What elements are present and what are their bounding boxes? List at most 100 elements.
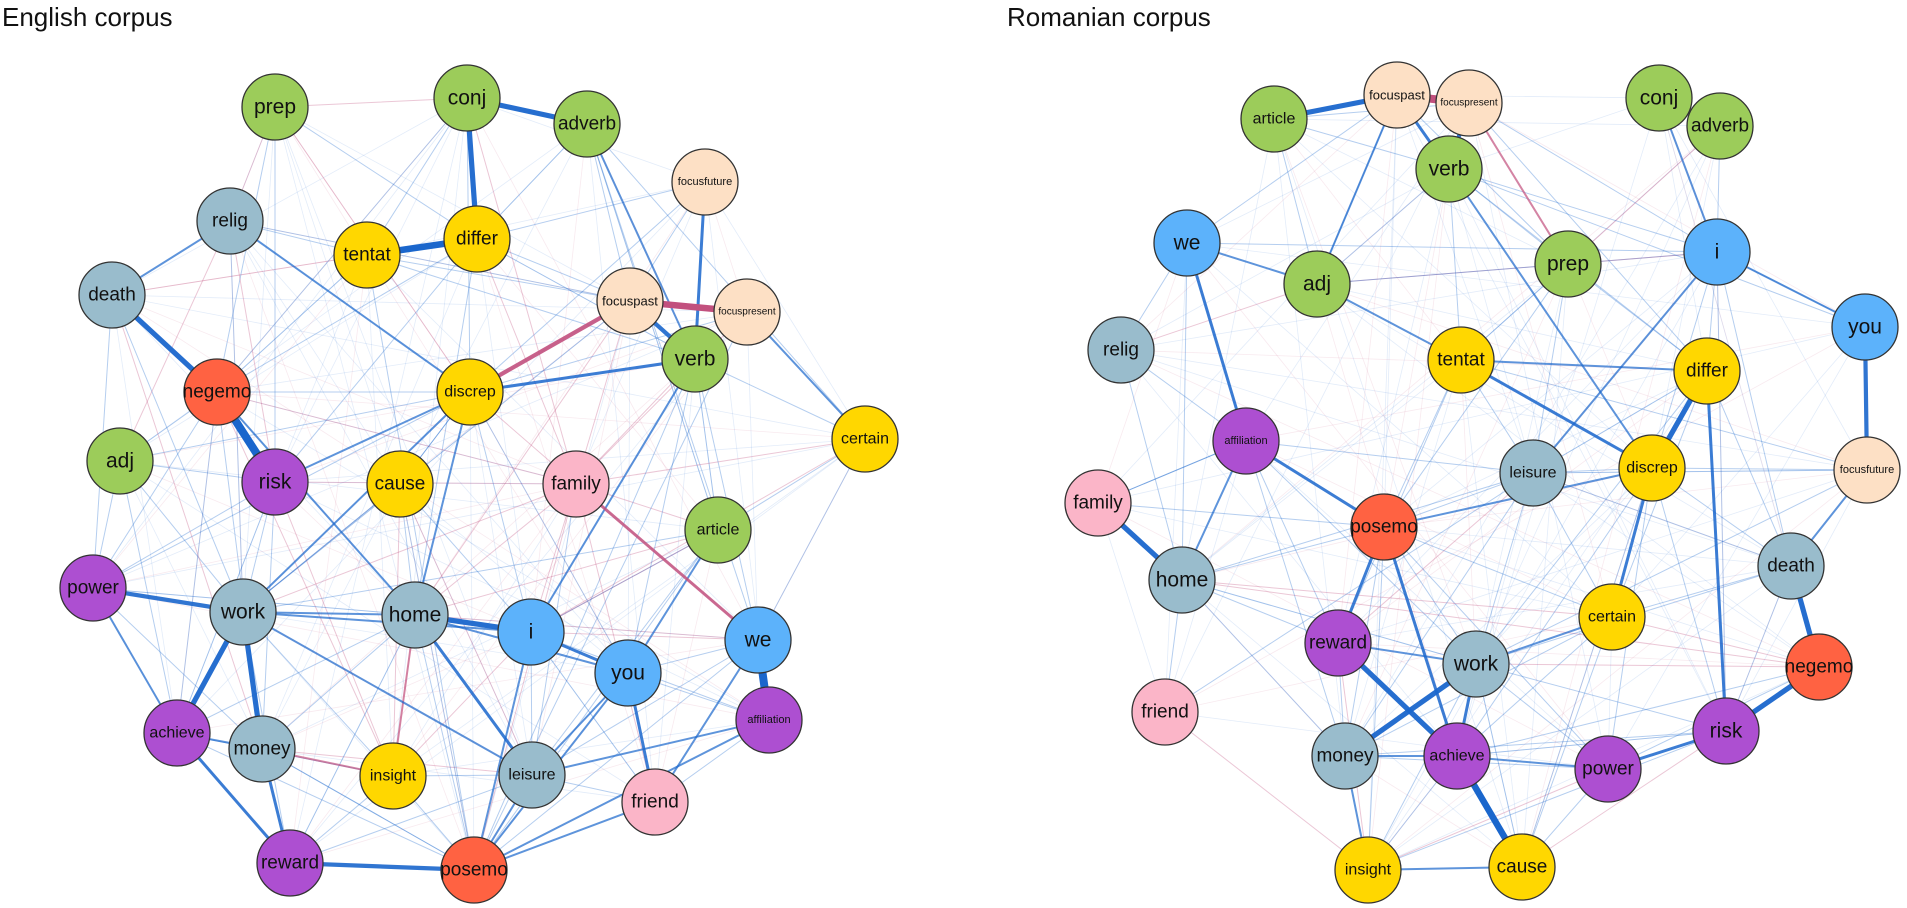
node-circle <box>1435 69 1503 137</box>
node-circle <box>1673 337 1741 405</box>
edge-verb-i <box>1448 168 1718 253</box>
weak-edge <box>1316 283 1792 567</box>
weak-edge <box>1120 168 1450 351</box>
weak-edge <box>1120 349 1458 757</box>
edge-cause-certain <box>1521 616 1613 868</box>
node-label: focuspast <box>1369 88 1425 103</box>
weak-edge <box>229 220 401 485</box>
node-label: power <box>67 578 119 599</box>
weak-edge <box>1532 469 1868 474</box>
edge-insight-risk <box>1367 730 1727 871</box>
node-adverb: adverb <box>1686 92 1754 160</box>
edge-relig-adj <box>1120 283 1318 351</box>
edge-verb-you <box>1448 168 1866 328</box>
weak-edge <box>1611 326 1866 618</box>
node-home: home <box>381 581 449 649</box>
edge-adverb-article <box>586 123 719 531</box>
weak-edge <box>1383 469 1868 528</box>
node-circle <box>594 639 662 707</box>
node-certain: certain <box>831 405 899 473</box>
edge-tentat-verb <box>366 254 696 360</box>
node-circle <box>1363 61 1431 129</box>
edge-risk-cause <box>1521 730 1727 868</box>
node-label: prep <box>254 96 296 119</box>
weak-edge <box>111 254 368 296</box>
node-circle <box>440 836 508 904</box>
node-money: money <box>228 715 296 783</box>
node-circle <box>1833 436 1901 504</box>
edge-discrep-risk <box>274 391 471 483</box>
edge-relig-home <box>1120 349 1183 581</box>
edge-adj-focuspast <box>1316 94 1398 285</box>
weak-edge <box>261 358 696 750</box>
node-circle <box>553 90 621 158</box>
node-circle <box>1350 493 1418 561</box>
node-power: power <box>59 554 127 622</box>
node-focuspast: focuspast <box>1363 61 1431 129</box>
edge-adj-prep <box>1316 263 1569 285</box>
edge-family-posemo <box>473 483 577 871</box>
node-cause: cause <box>366 450 434 518</box>
weak-edge <box>1337 565 1792 644</box>
edge-differ-death <box>1706 370 1792 567</box>
weak-edge <box>119 238 478 462</box>
node-circle <box>724 606 792 674</box>
node-label: focuspast <box>602 294 658 309</box>
weak-edge <box>1567 125 1721 265</box>
weak-edge <box>1716 251 1727 732</box>
node-label: affiliation <box>747 714 790 726</box>
node-label: article <box>1253 111 1296 128</box>
weak-edge <box>366 181 706 256</box>
weak-edge <box>274 106 533 776</box>
node-circle <box>713 278 781 346</box>
weak-edge <box>92 587 770 721</box>
node-circle <box>1574 735 1642 803</box>
edge-home-we <box>414 614 759 641</box>
edge-discrep-focusfuture <box>1651 467 1868 471</box>
node-label: adj <box>1303 273 1331 296</box>
weak-edge <box>229 220 629 674</box>
edge-affiliation-money <box>1245 440 1346 757</box>
weak-edge <box>392 97 468 777</box>
edge-power-money <box>92 587 263 750</box>
weak-edge <box>289 483 577 864</box>
edge-adverb-verb <box>586 123 696 360</box>
weak-edge <box>1344 755 1523 868</box>
edge-negemo-insight <box>216 391 394 777</box>
edge-cause-posemo <box>399 483 475 871</box>
weak-edge <box>530 529 719 633</box>
weak-edge <box>1383 526 1792 567</box>
node-label: risk <box>1710 720 1743 743</box>
weak-edge <box>469 391 533 776</box>
node-reward: reward <box>1304 609 1372 677</box>
node-circle <box>1087 316 1155 384</box>
edge-posemo-i <box>473 631 532 871</box>
node-label: work <box>220 601 266 624</box>
weak-edge <box>1383 94 1398 528</box>
edge-leisure-money <box>1344 472 1534 757</box>
node-circle <box>1427 326 1495 394</box>
node-label: affiliation <box>1224 435 1267 447</box>
node-label: friend <box>1141 702 1189 723</box>
node-circle <box>498 741 566 809</box>
node-circle <box>1499 439 1567 507</box>
node-friend: friend <box>621 768 689 836</box>
edge-discrep-achieve <box>1456 467 1653 757</box>
edge-discrep-risk <box>1651 467 1727 732</box>
weak-edge <box>1521 467 1653 868</box>
edge-prep-differ <box>274 106 478 240</box>
node-insight: insight <box>1334 836 1402 904</box>
edge-achieve-posemo <box>176 732 475 871</box>
weak-edge <box>1097 102 1470 504</box>
node-death: death <box>1757 532 1825 600</box>
node-label: certain <box>1588 609 1636 626</box>
node-insight: insight <box>359 742 427 810</box>
node-prep: prep <box>1534 230 1602 298</box>
node-we: we <box>724 606 792 674</box>
edge-article-posemo <box>473 529 719 871</box>
weak-edge <box>92 97 468 589</box>
weak-edge <box>92 438 866 589</box>
node-tentat: tentat <box>1427 326 1495 394</box>
node-circle <box>366 450 434 518</box>
weak-edge <box>92 483 577 589</box>
